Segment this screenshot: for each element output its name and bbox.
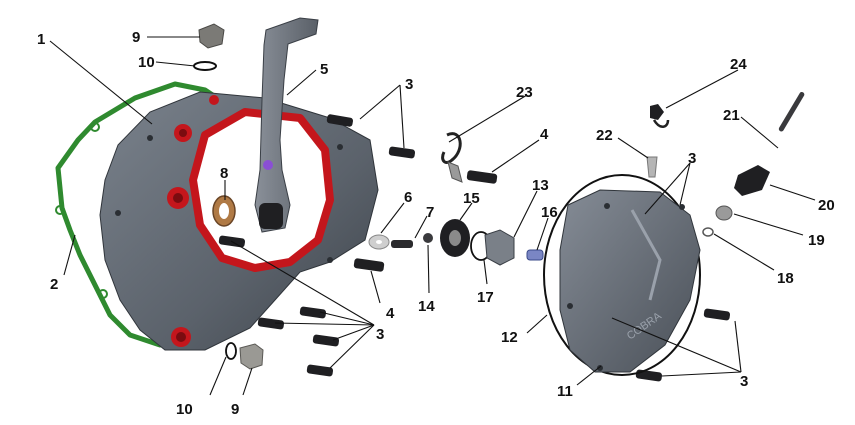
callout-24: 24 xyxy=(730,56,747,73)
callout-12: 12 xyxy=(501,329,518,346)
bolt-hole xyxy=(115,210,121,216)
port-top-right xyxy=(209,95,219,105)
callout-23: 23 xyxy=(516,84,533,101)
callout-5: 5 xyxy=(320,61,328,78)
gasket-hole xyxy=(90,122,100,132)
plunger-13 xyxy=(484,229,515,266)
cover-bolt-hole xyxy=(679,204,685,210)
clip-24 xyxy=(652,119,670,128)
seal-15-inner xyxy=(449,230,461,246)
cover-bolt-hole xyxy=(597,365,603,371)
knob-20 xyxy=(734,165,770,196)
side-cover-11 xyxy=(559,189,701,373)
callout-3-middle: 3 xyxy=(376,326,384,343)
callout-11: 11 xyxy=(557,383,573,400)
callout-10-top: 10 xyxy=(138,54,155,71)
bolt-hole xyxy=(327,257,333,263)
callout-2: 2 xyxy=(50,276,58,293)
callout-1: 1 xyxy=(37,31,45,48)
callout-8: 8 xyxy=(220,165,228,182)
callout-4-left: 4 xyxy=(386,305,395,322)
bolt-3 xyxy=(299,306,327,319)
callout-19: 19 xyxy=(808,232,825,249)
bolt-3 xyxy=(326,114,354,127)
bolt-3 xyxy=(312,334,340,347)
callout-13: 13 xyxy=(532,177,549,194)
callout-9-bottom: 9 xyxy=(231,401,239,418)
o-ring-18 xyxy=(702,227,714,237)
callout-22: 22 xyxy=(596,127,613,144)
callout-3-top: 3 xyxy=(405,76,413,93)
washer-6-hole xyxy=(376,240,382,244)
lever-boss xyxy=(259,203,283,229)
bolt-4 xyxy=(353,258,385,272)
gasket-hole xyxy=(55,205,65,215)
bolt-3 xyxy=(635,369,663,382)
bolt-3 xyxy=(388,146,416,159)
callout-14: 14 xyxy=(418,298,435,315)
nut-24 xyxy=(650,104,664,120)
lever-bolt xyxy=(263,160,273,170)
o-ring-12 xyxy=(543,174,701,376)
port-bottom-inner xyxy=(176,332,186,342)
cover-bolt-hole xyxy=(604,203,610,209)
callout-3-bottom-right: 3 xyxy=(740,373,748,390)
bolt-3 xyxy=(703,308,731,321)
bolt-hole xyxy=(337,144,343,150)
o-ring-10-bottom xyxy=(225,342,237,360)
bolt-4 xyxy=(466,170,498,184)
port-middle-inner xyxy=(173,193,183,203)
clip-23-tab xyxy=(447,161,463,183)
callout-4-right: 4 xyxy=(540,126,549,143)
callout-9-top: 9 xyxy=(132,29,140,46)
washer-14 xyxy=(423,233,433,243)
rod-21 xyxy=(778,91,805,132)
clip-23 xyxy=(441,132,462,164)
callout-21: 21 xyxy=(723,107,740,124)
bolt-3 xyxy=(257,317,285,330)
callout-10-bottom: 10 xyxy=(176,401,193,418)
callout-3-upper-right: 3 xyxy=(688,150,696,167)
cover-bolt-hole xyxy=(567,303,573,309)
callout-15: 15 xyxy=(463,190,480,207)
port-top-inner xyxy=(179,129,187,137)
o-ring-10-top xyxy=(193,61,217,71)
callout-6: 6 xyxy=(404,189,412,206)
leader-lines xyxy=(49,36,816,396)
cover-rib xyxy=(630,209,662,301)
callout-7: 7 xyxy=(426,204,434,221)
oil-seal-8-inner xyxy=(219,203,229,219)
bolt-hole xyxy=(147,135,153,141)
spring-16 xyxy=(526,249,544,261)
pin-22 xyxy=(646,156,658,178)
callout-numbers: 1 2 9 10 5 3 23 4 8 6 7 15 13 16 14 17 4… xyxy=(37,29,835,418)
bolt-7 xyxy=(391,240,413,248)
plug-9-bottom xyxy=(239,343,264,370)
callout-18: 18 xyxy=(777,270,794,287)
callout-17: 17 xyxy=(477,289,494,306)
plug-9-top xyxy=(198,23,225,49)
gasket-hole xyxy=(98,289,108,299)
spacer-19 xyxy=(715,205,733,221)
bolt-3 xyxy=(306,364,334,377)
callout-20: 20 xyxy=(818,197,835,214)
callout-16: 16 xyxy=(541,204,558,221)
kickstart-lever xyxy=(254,17,319,233)
